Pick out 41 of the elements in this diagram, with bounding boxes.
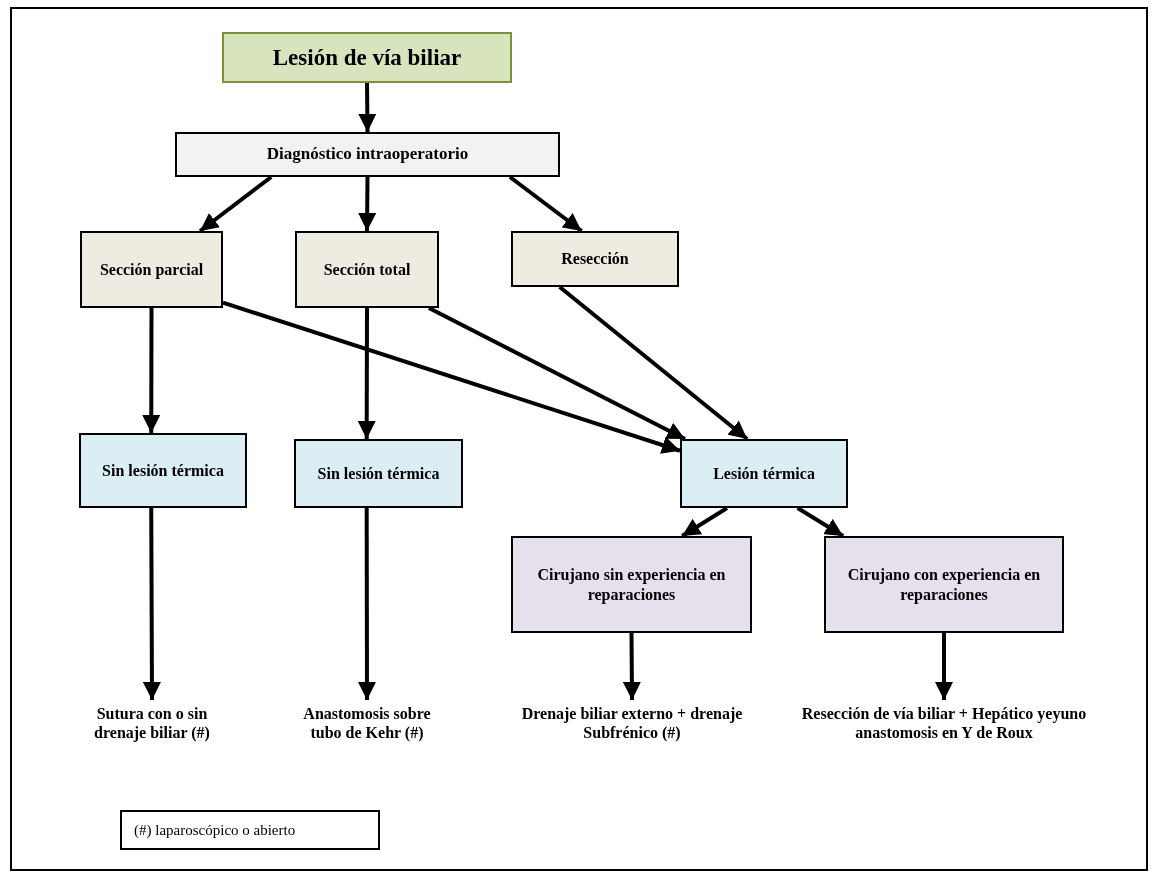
- node-text: (#) laparoscópico o abierto: [134, 821, 296, 839]
- arrow: [428, 306, 686, 441]
- process-box: [80, 231, 223, 308]
- node-text: Sin lesión térmica: [102, 460, 224, 481]
- node-text: Cirujano con experiencia en reparaciones: [846, 565, 1042, 604]
- arrow: [198, 175, 273, 233]
- node-text: Resección de vía biliar + Hepático yeyuno anastomosis en Y de Roux: [800, 704, 1088, 743]
- start-box: [222, 32, 512, 83]
- process-box: [294, 439, 463, 508]
- node-text: Cirujano sin experiencia en reparaciones: [536, 565, 727, 604]
- node-text: Resección: [561, 249, 629, 269]
- arrow: [508, 175, 583, 233]
- arrow: [222, 300, 681, 454]
- process-box: [511, 231, 679, 287]
- process-box: [824, 536, 1064, 633]
- node-text: Drenaje biliar externo + drenaje Subfrénico (#): [520, 704, 744, 743]
- note-box: [120, 810, 380, 850]
- node-text: Sección parcial: [99, 259, 204, 280]
- arrow: [358, 82, 377, 133]
- node-text: Lesión de vía biliar: [272, 43, 462, 72]
- process-box: [680, 439, 848, 508]
- arrow: [142, 508, 161, 700]
- arrow: [357, 508, 376, 700]
- process-box: [511, 536, 752, 633]
- arrow: [681, 506, 729, 538]
- node-text: Lesión térmica: [713, 463, 815, 484]
- arrow: [796, 506, 845, 538]
- node-text: Diagnóstico intraoperatorio: [266, 144, 469, 165]
- node-text: Sutura con o sin drenaje biliar (#): [93, 704, 211, 743]
- arrow: [358, 176, 377, 232]
- arrow: [622, 633, 641, 700]
- node-text: Sin lesión térmica: [317, 463, 440, 484]
- arrow: [357, 308, 376, 439]
- arrow: [935, 633, 953, 700]
- process-box: [295, 231, 439, 308]
- node-text: Sección total: [323, 259, 411, 280]
- arrow: [558, 285, 749, 441]
- node-text: Anastomosis sobre tubo de Kehr (#): [302, 704, 432, 743]
- process-box: [79, 433, 247, 508]
- process-box: [175, 132, 560, 177]
- arrow: [142, 308, 161, 433]
